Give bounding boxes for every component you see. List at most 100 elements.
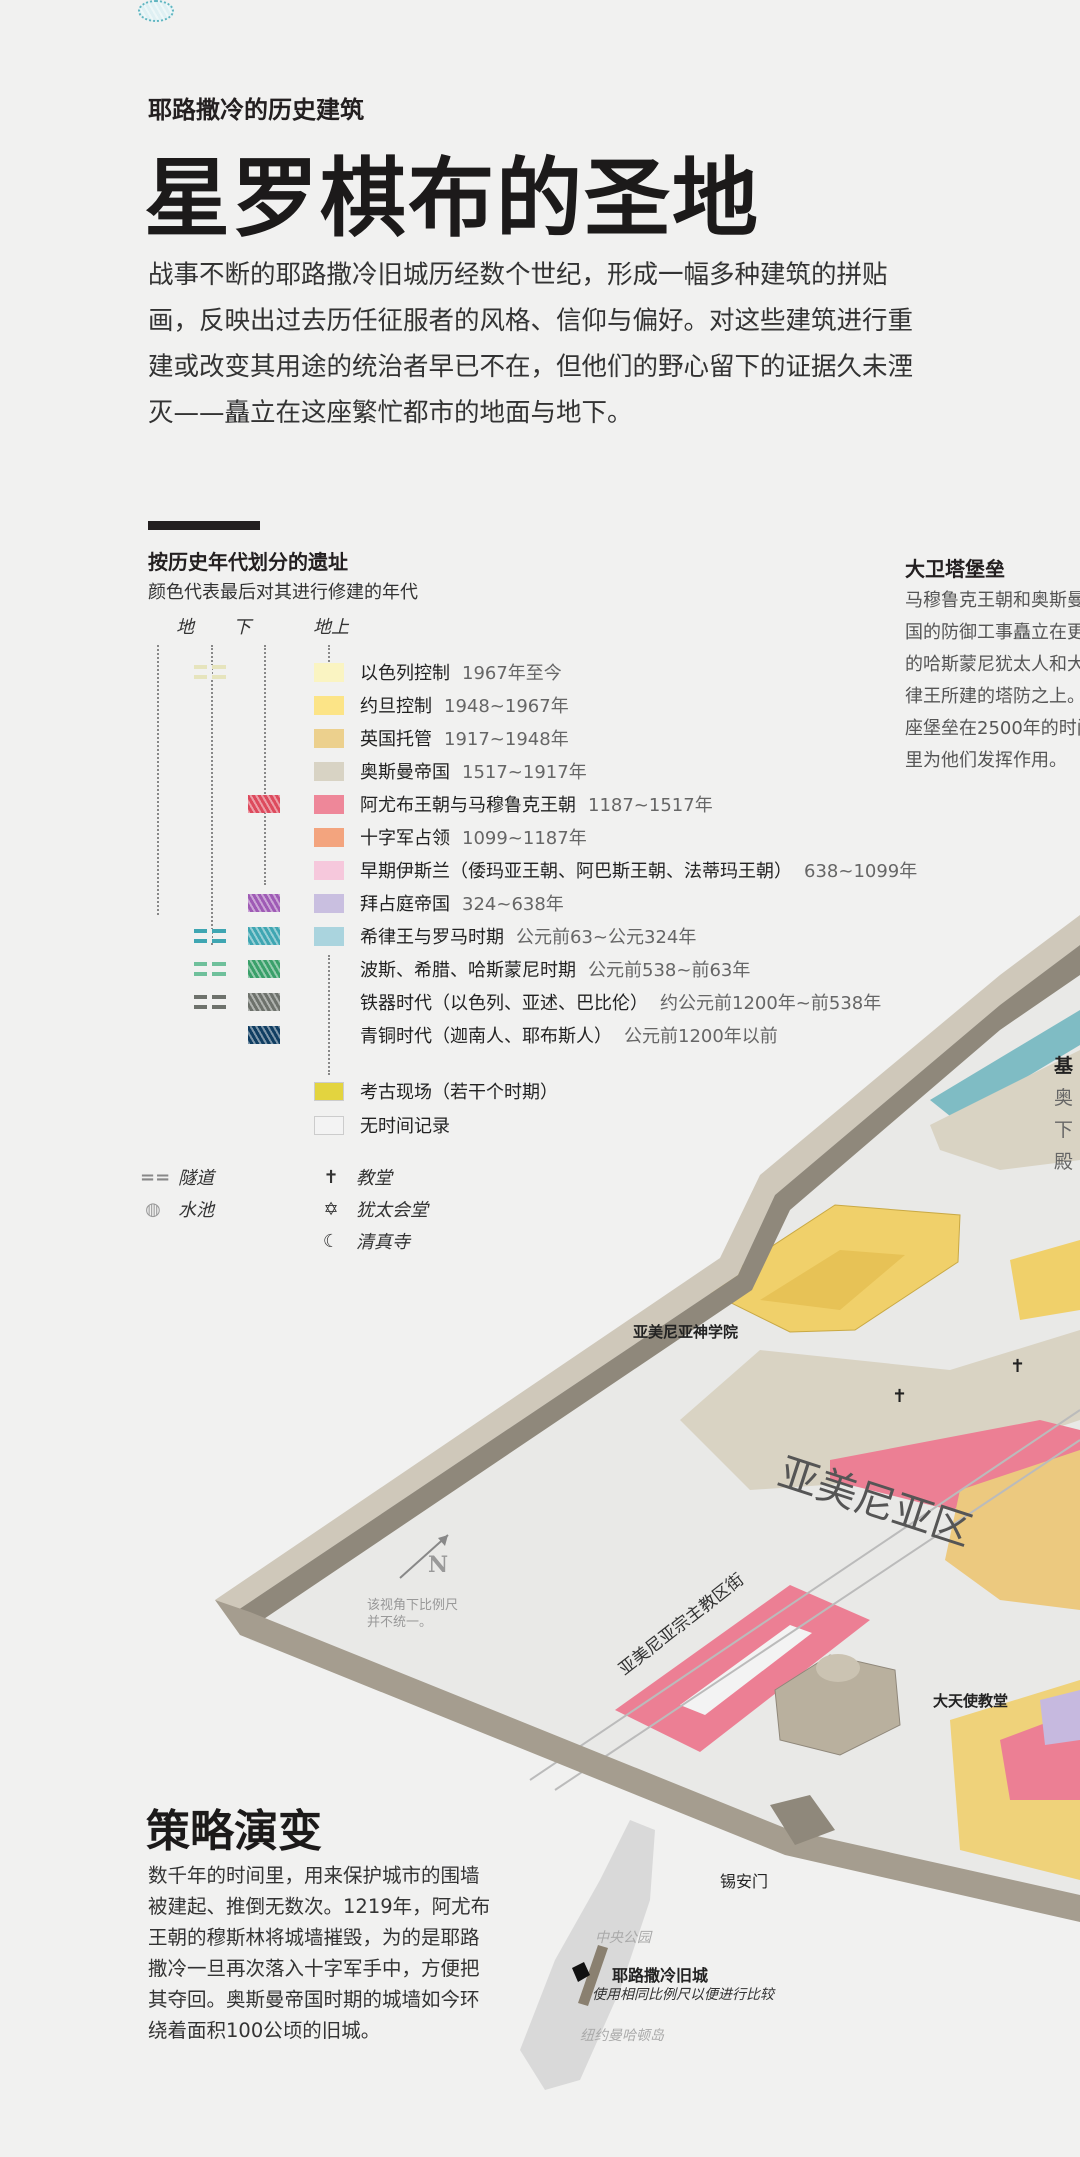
- cropped-line: 基: [1054, 1055, 1074, 1077]
- legend-label: 奥斯曼帝国: [360, 762, 450, 783]
- manhattan-silhouette: [520, 1820, 655, 2090]
- legend-years: 公元前1200年以前: [624, 1026, 778, 1047]
- church-cross-icon: ✝: [1010, 1356, 1025, 1377]
- legend-label: 英国托管: [360, 729, 432, 750]
- jordan-area: [1010, 1240, 1080, 1320]
- dotted-guide: [328, 645, 330, 665]
- map-label-seminary: 亚美尼亚神学院: [633, 1323, 739, 1341]
- wall-top-south: [215, 1600, 1080, 1922]
- color-swatch: [314, 827, 344, 847]
- old-city-marker: [572, 1962, 590, 1982]
- scale-note-line2: 并不统一。: [367, 1615, 433, 1630]
- ottoman-area: [930, 1050, 1080, 1170]
- legend-label: 以色列控制: [360, 663, 450, 684]
- legend-label: 考古现场（若干个时期）: [360, 1082, 558, 1103]
- legend-row: 波斯、希腊、哈斯蒙尼时期公元前538~前63年: [314, 957, 750, 981]
- seminary-roof: [760, 1250, 905, 1310]
- dotted-guide: [211, 645, 213, 945]
- church-label: 教堂: [356, 1168, 392, 1189]
- pool-label: 水池: [178, 1200, 214, 1221]
- legend-key-mosque: ☾ 清真寺: [318, 1228, 410, 1254]
- north-arrow-icon: [399, 1534, 449, 1579]
- legend-years: 1187~1517年: [588, 795, 713, 816]
- legend-years: 1099~1187年: [462, 828, 587, 849]
- cropped-line: 奥: [1054, 1087, 1074, 1109]
- tunnel-icon: ==: [140, 1166, 171, 1188]
- underground-swatch: [248, 960, 280, 978]
- legend-years: 324~638年: [462, 894, 564, 915]
- legend-col-underground-1: 地: [176, 617, 194, 638]
- legend-row: 早期伊斯兰（倭玛亚王朝、阿巴斯王朝、法蒂玛王朝） 638~1099年: [314, 858, 917, 882]
- legend-col-above: 地上: [313, 617, 349, 638]
- map-label-church: 大天使教堂: [933, 1692, 1009, 1710]
- legend-label: 波斯、希腊、哈斯蒙尼时期: [360, 960, 576, 981]
- color-swatch: [314, 926, 344, 946]
- zion-gate-tower: [770, 1795, 835, 1845]
- legend-label: 早期伊斯兰（倭玛亚王朝、阿巴斯王朝、法蒂玛王朝）: [360, 861, 792, 882]
- legend-row: 无时间记录: [314, 1113, 450, 1137]
- mosque-label: 清真寺: [356, 1232, 410, 1253]
- legend-label: 铁器时代（以色列、亚述、巴比伦）: [360, 993, 648, 1014]
- color-swatch: [314, 893, 344, 913]
- north-arrow-head: [438, 1535, 448, 1546]
- legend-label: 希律王与罗马时期: [360, 927, 504, 948]
- pool-icon: [138, 0, 174, 22]
- legend-row: 青铜时代（迦南人、耶布斯人） 公元前1200年以前: [314, 1023, 778, 1047]
- star-of-david-icon: ✡: [323, 1198, 339, 1220]
- legend-years: 公元前538~前63年: [588, 960, 751, 981]
- strategy-text: 数千年的时间里，用来保护城市的围墙被建起、推倒无数次。1219年，阿尤布王朝的穆…: [148, 1864, 491, 2042]
- legend-label: 阿尤布王朝与马穆鲁克王朝: [360, 795, 576, 816]
- legend-key-tunnel: == 隧道: [140, 1164, 214, 1190]
- legend-key-synagogue: ✡ 犹太会堂: [318, 1196, 428, 1222]
- color-swatch: [314, 1081, 344, 1101]
- scale-note-line1: 该视角下比例尺: [367, 1598, 459, 1613]
- kicker: 耶路撒冷的历史建筑: [148, 96, 364, 124]
- color-swatch: [314, 695, 344, 715]
- legend-row: 以色列控制 1967年至今: [314, 660, 562, 684]
- color-swatch: [314, 860, 344, 880]
- page-title: 星罗棋布的圣地: [144, 149, 760, 249]
- legend-row: 阿尤布王朝与马穆鲁克王朝 1187~1517年: [314, 792, 713, 816]
- color-swatch: [314, 1115, 344, 1135]
- dotted-guide: [157, 645, 159, 915]
- synagogue-label: 犹太会堂: [356, 1200, 428, 1221]
- central-park-rect: [578, 1945, 608, 2006]
- intro-paragraph: 战事不断的耶路撒冷旧城历经数个世纪，形成一幅多种建筑的拼贴画，反映出过去历任征服…: [148, 260, 914, 428]
- legend-label: 十字军占领: [360, 828, 450, 849]
- legend-title: 按历史年代划分的遗址: [148, 550, 348, 574]
- church-cross-icon: ✝: [323, 1166, 339, 1188]
- underground-swatch: [248, 1026, 280, 1044]
- legend-years: 638~1099年: [804, 861, 918, 882]
- legend-years: 1967年至今: [462, 663, 562, 684]
- legend-label: 无时间记录: [360, 1116, 450, 1137]
- color-swatch: [314, 794, 344, 814]
- legend-years: 公元前63~公元324年: [516, 927, 697, 948]
- street-line: [529, 1409, 1080, 1781]
- mixed-area-purple: [1040, 1690, 1080, 1745]
- tunnel-label: 隧道: [178, 1168, 214, 1189]
- crescent-icon: ☾: [322, 1230, 340, 1252]
- legend-label: 青铜时代（迦南人、耶布斯人）: [360, 1026, 612, 1047]
- underground-swatch: [248, 927, 280, 945]
- pool-icon: ◍: [145, 1198, 161, 1220]
- tunnel-icon: [194, 962, 226, 976]
- underground-swatch: [248, 894, 280, 912]
- legend-subtitle: 颜色代表最后对其进行修建的年代: [148, 582, 418, 603]
- map-label-gate: 锡安门: [720, 1872, 769, 1891]
- north-label: N: [428, 1552, 449, 1578]
- wall-face-north: [235, 945, 1080, 1635]
- underground-swatch: [248, 795, 280, 813]
- color-swatch: [314, 728, 344, 748]
- tunnel-icon: [194, 929, 226, 943]
- wall-top-north: [215, 915, 1080, 1612]
- inset-old-city: 耶路撒冷旧城: [612, 1966, 709, 1985]
- church-cross-icon: ✝: [892, 1386, 907, 1407]
- legend-row: 铁器时代（以色列、亚述、巴比伦）约公元前1200年~前538年: [314, 990, 881, 1014]
- underground-swatch: [248, 993, 280, 1011]
- street-line: [554, 1439, 1080, 1791]
- inset-central-park: 中央公园: [595, 1930, 651, 1946]
